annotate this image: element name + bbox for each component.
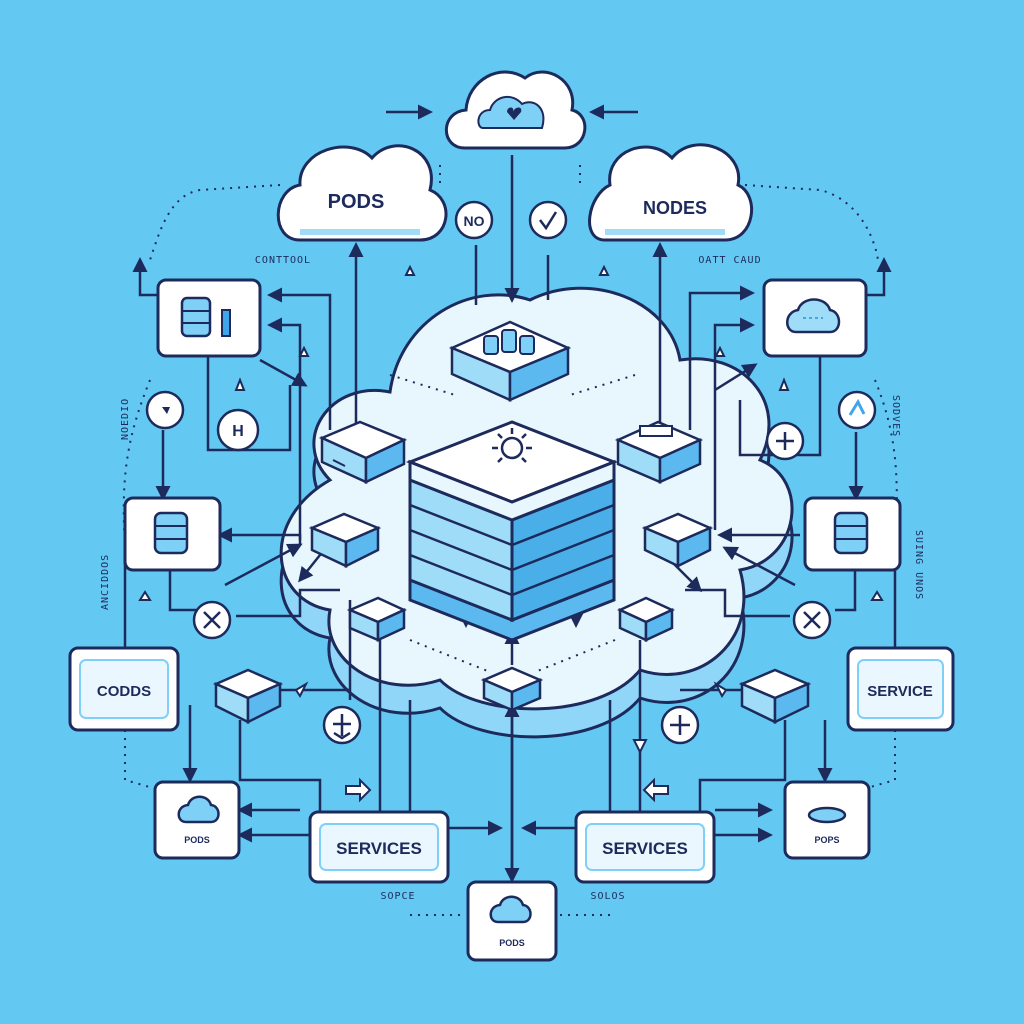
database-icon (483, 329, 535, 355)
server-core[interactable] (405, 420, 619, 642)
badge-no[interactable]: NO (454, 200, 494, 240)
badge-left-dot[interactable] (145, 390, 185, 430)
pods-cloud[interactable]: PODS (276, 144, 448, 242)
node-box[interactable] (614, 420, 704, 484)
small-labels: CONTTOOL OATT CAUD SOPCE SOLOS NOEDIO SO… (100, 255, 924, 902)
solos-label: SOLOS (590, 891, 625, 902)
pods-card-bottom[interactable]: PODS (466, 880, 558, 962)
dotted-connectors (122, 165, 898, 916)
cloud-card-top-right[interactable] (762, 278, 868, 358)
badge-h[interactable]: H (216, 408, 260, 452)
db-card-left[interactable] (123, 496, 222, 572)
cloud-heart-icon (507, 107, 522, 120)
left-vertical-label-2: ANCIDDOS (100, 554, 111, 610)
svg-text:PODS: PODS (499, 938, 525, 948)
node-box[interactable] (318, 420, 408, 484)
node-box[interactable] (346, 596, 407, 642)
anchor-icon (333, 714, 351, 740)
sun-icon (492, 428, 532, 463)
services-box-left[interactable]: SERVICES (308, 810, 450, 884)
badge-right-move[interactable] (765, 421, 805, 461)
db-card-top-left[interactable] (156, 278, 262, 358)
svg-text:POPS: POPS (814, 835, 839, 845)
cloud-icon (177, 795, 220, 824)
dot-icon (162, 407, 170, 414)
node-box[interactable] (308, 512, 382, 569)
plus-icon (670, 715, 690, 735)
nodes-cloud-label: NODES (643, 198, 707, 218)
nodes-cloud[interactable]: NODES (588, 143, 754, 242)
database-icon (153, 511, 189, 555)
svg-text:CODDS: CODDS (97, 683, 151, 700)
cross-arrows-icon (203, 611, 221, 629)
arrow-glyphs (138, 264, 884, 803)
svg-text:SERVICE: SERVICE (867, 683, 933, 700)
pods-cloud-label: PODS (328, 191, 385, 213)
node-box[interactable] (641, 512, 714, 569)
svg-text:H: H (232, 423, 244, 440)
badge-right-lower[interactable] (792, 600, 832, 640)
node-box[interactable] (738, 668, 812, 724)
left-vertical-label: NOEDIO (120, 398, 131, 440)
sopce-label: SOPCE (380, 891, 415, 902)
badge-plus[interactable] (660, 705, 700, 745)
badge-check[interactable] (528, 200, 568, 240)
cloud-link-icon (786, 298, 841, 334)
database-icon (180, 296, 231, 338)
service-box[interactable]: SERVICE (846, 646, 955, 732)
storage-block[interactable] (448, 320, 572, 402)
check-icon (539, 211, 558, 231)
pods-card-left[interactable]: PODS (153, 780, 241, 860)
svg-text:SERVICES: SERVICES (336, 839, 422, 858)
badge-right-up[interactable] (837, 390, 877, 430)
codds-box[interactable]: CODDS (68, 646, 180, 732)
badge-anchor[interactable] (322, 705, 362, 745)
att-caud-label: OATT CAUD (698, 255, 761, 266)
ring-icon (807, 806, 847, 824)
svg-text:PODS: PODS (184, 835, 210, 845)
right-vertical-label-2: SUING UNOS (913, 530, 924, 600)
control-label: CONTTOOL (255, 255, 311, 266)
node-box[interactable] (617, 596, 675, 642)
node-box[interactable] (212, 668, 284, 725)
arrow-up-icon (848, 398, 866, 416)
server-stack-icon (405, 420, 619, 642)
cloud-icon (489, 895, 532, 924)
connectors (123, 104, 897, 883)
svg-text:NO: NO (464, 213, 485, 229)
cross-arrows-icon (776, 432, 794, 450)
svg-text:SERVICES: SERVICES (602, 839, 688, 858)
database-icon (833, 511, 869, 555)
top-cloud[interactable] (444, 70, 587, 150)
badge-left-lower[interactable] (192, 600, 232, 640)
cross-arrows-icon (803, 611, 821, 629)
db-card-right[interactable] (803, 496, 902, 572)
services-box-right[interactable]: SERVICES (574, 810, 716, 884)
node-box[interactable] (480, 666, 544, 712)
right-vertical-label: SODVES (890, 395, 901, 437)
iso-boxes (212, 420, 812, 725)
pops-card-right[interactable]: POPS (783, 780, 871, 860)
